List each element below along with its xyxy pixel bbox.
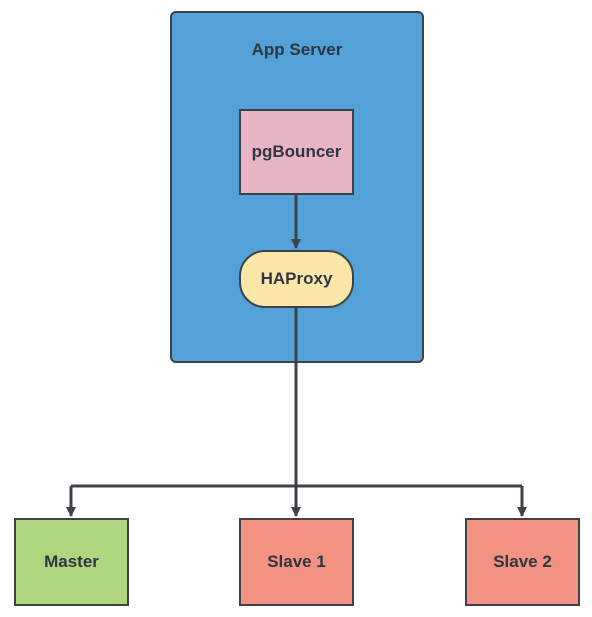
slave2-label: Slave 2 <box>493 552 552 571</box>
app-server-label: App Server <box>251 40 343 59</box>
slave1-node: Slave 1 <box>239 518 354 606</box>
master-label: Master <box>44 552 99 571</box>
pgbouncer-node: pgBouncer <box>239 109 354 195</box>
slave1-label: Slave 1 <box>267 552 326 571</box>
pgbouncer-label: pgBouncer <box>251 142 342 161</box>
master-node: Master <box>14 518 129 606</box>
slave2-node: Slave 2 <box>465 518 580 606</box>
haproxy-node: HAProxy <box>239 250 354 308</box>
haproxy-label: HAProxy <box>260 269 333 288</box>
